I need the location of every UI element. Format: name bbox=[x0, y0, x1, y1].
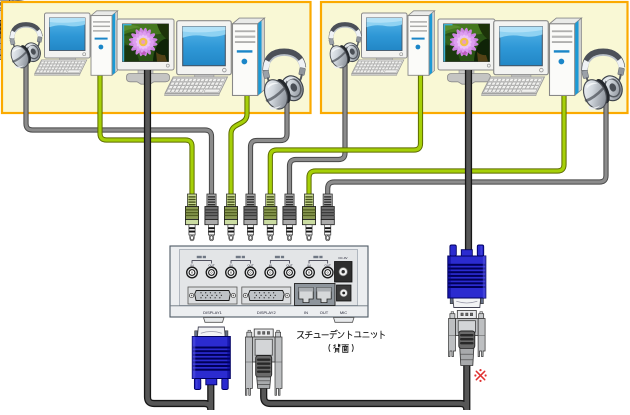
svg-text:IN: IN bbox=[308, 263, 311, 267]
svg-text:DC-9V: DC-9V bbox=[338, 256, 347, 260]
svg-text:OUT: OUT bbox=[320, 310, 329, 315]
svg-text:MIC: MIC bbox=[340, 310, 347, 315]
svg-text:DISPLAY2: DISPLAY2 bbox=[257, 310, 277, 315]
svg-text:IN: IN bbox=[191, 263, 194, 267]
svg-text:IN: IN bbox=[230, 263, 233, 267]
svg-text:OUT: OUT bbox=[286, 263, 293, 267]
svg-text:DISPLAY1: DISPLAY1 bbox=[203, 310, 223, 315]
svg-text:OUT: OUT bbox=[325, 263, 332, 267]
svg-text:IN: IN bbox=[269, 263, 272, 267]
svg-text:IN: IN bbox=[304, 310, 308, 315]
svg-text:OUT: OUT bbox=[247, 263, 254, 267]
svg-text:OUT: OUT bbox=[208, 263, 215, 267]
